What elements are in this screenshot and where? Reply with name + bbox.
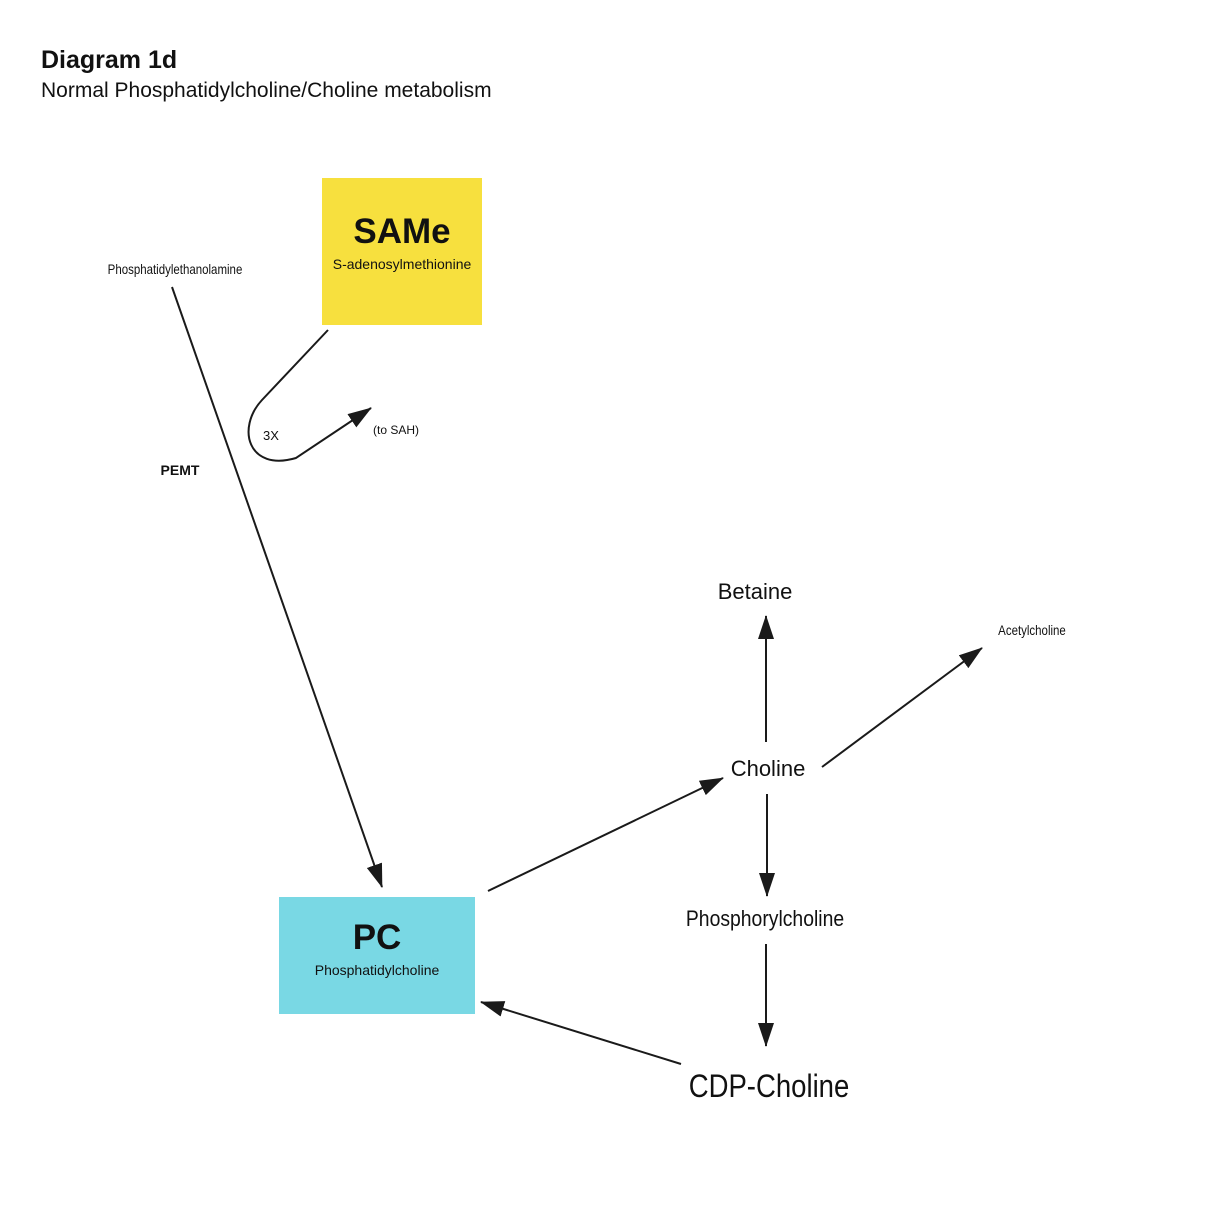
node-choline: Choline	[730, 756, 806, 781]
same-box: SAMe S-adenosylmethionine	[322, 178, 482, 325]
label-3x: 3X	[263, 428, 279, 443]
node-betaine: Betaine	[717, 579, 793, 604]
same-abbr: SAMe	[353, 211, 451, 251]
label-pemt: PEMT	[160, 462, 200, 478]
arrow-pe-to-pc	[171, 286, 383, 888]
pc-abbr: PC	[352, 917, 402, 957]
arrow-choline-to-acetylcholine	[821, 647, 983, 768]
arrow-cdp-to-pc	[480, 1001, 682, 1065]
arrow-pc-to-choline	[487, 777, 724, 892]
pc-full-name: Phosphatidylcholine	[314, 961, 440, 978]
node-phosphorylcholine: Phosphorylcholine	[685, 906, 845, 931]
diagram-title: Diagram 1d	[41, 46, 178, 74]
node-acetylcholine: Acetylcholine	[998, 622, 1066, 638]
arrow-same-to-sah	[247, 329, 372, 462]
pc-box: PC Phosphatidylcholine	[279, 897, 475, 1014]
node-phosphatidylethanolamine: Phosphatidylethanolamine	[107, 261, 243, 277]
node-cdp-choline: CDP-Choline	[688, 1068, 850, 1104]
same-full-name: S-adenosylmethionine	[332, 255, 472, 272]
diagram-subtitle: Normal Phosphatidylcholine/Choline metab…	[41, 79, 492, 102]
label-to-sah: (to SAH)	[372, 423, 420, 437]
